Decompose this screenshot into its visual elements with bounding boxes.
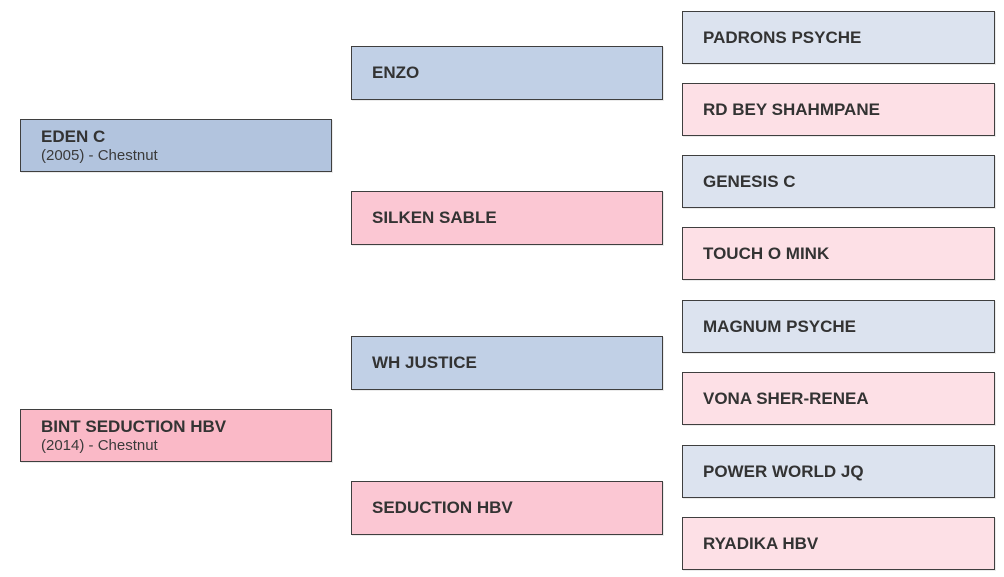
granddam-maternal-box[interactable]: SEDUCTION HBV [351,481,663,535]
great-grandparent-box[interactable]: GENESIS C [682,155,995,208]
horse-name: BINT SEDUCTION HBV [41,416,227,436]
great-grandparent-box[interactable]: PADRONS PSYCHE [682,11,995,64]
horse-name: VONA SHER-RENEA [703,388,869,408]
horse-name: POWER WORLD JQ [703,461,864,481]
granddam-paternal-box[interactable]: SILKEN SABLE [351,191,663,245]
great-grandparent-box[interactable]: POWER WORLD JQ [682,445,995,498]
horse-name: GENESIS C [703,171,796,191]
horse-name: ENZO [372,63,420,82]
horse-name: RYADIKA HBV [703,533,819,553]
grandsire-maternal-box[interactable]: WH JUSTICE [351,336,663,390]
great-grandparent-box[interactable]: VONA SHER-RENEA [682,372,995,425]
horse-name: RD BEY SHAHMPANE [703,99,880,119]
great-grandparent-box[interactable]: TOUCH O MINK [682,227,995,280]
great-grandparent-box[interactable]: MAGNUM PSYCHE [682,300,995,353]
great-grandparent-box[interactable]: RYADIKA HBV [682,517,995,570]
horse-name: SEDUCTION HBV [372,498,513,517]
grandsire-paternal-box[interactable]: ENZO [351,46,663,100]
horse-name: TOUCH O MINK [703,243,830,263]
horse-name: PADRONS PSYCHE [703,27,862,47]
dam-box[interactable]: BINT SEDUCTION HBV (2014) - Chestnut [20,409,332,462]
horse-name: EDEN C [41,126,106,146]
horse-details: (2005) - Chestnut [41,146,158,164]
horse-details: (2014) - Chestnut [41,436,158,454]
horse-name: WH JUSTICE [372,353,477,372]
sire-box[interactable]: EDEN C (2005) - Chestnut [20,119,332,172]
horse-name: SILKEN SABLE [372,208,497,227]
great-grandparent-box[interactable]: RD BEY SHAHMPANE [682,83,995,136]
horse-name: MAGNUM PSYCHE [703,316,857,336]
